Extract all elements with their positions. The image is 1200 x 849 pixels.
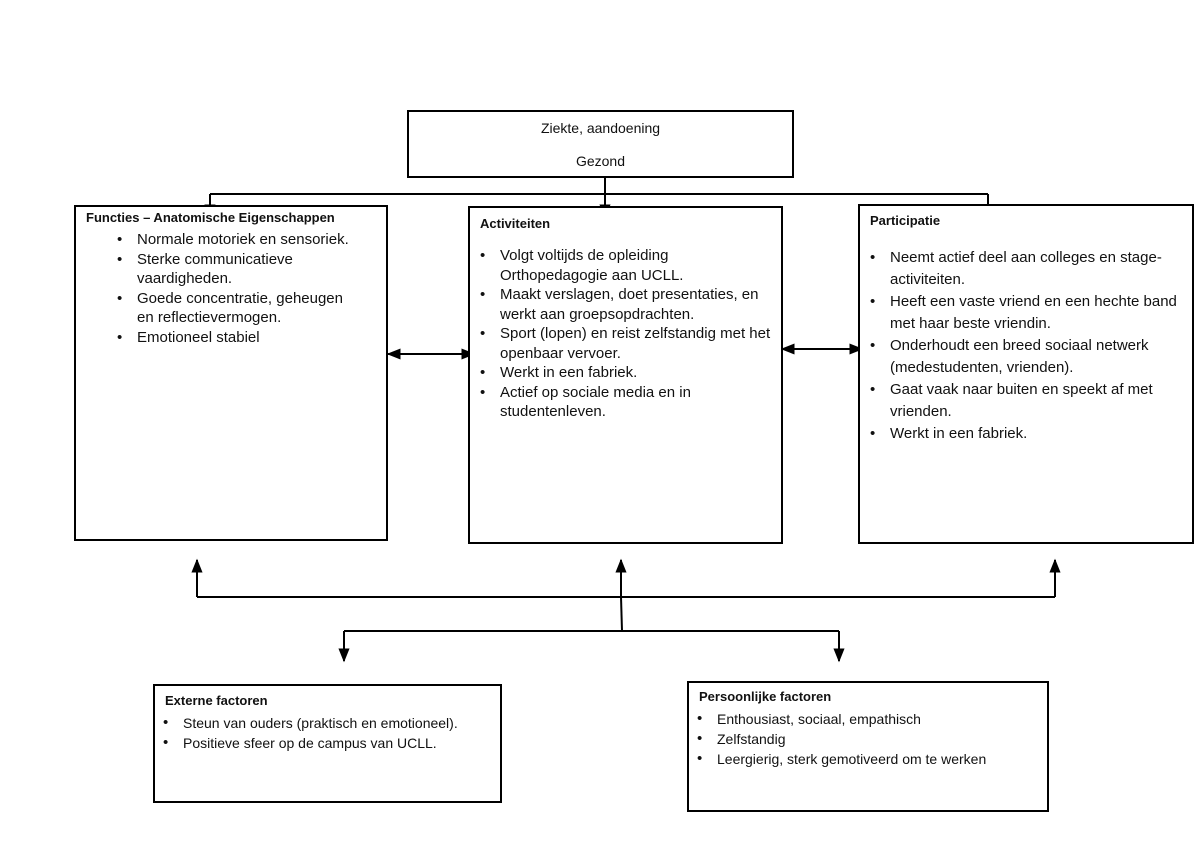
list-item: Positieve sfeer op de campus van UCLL. <box>155 733 495 753</box>
list-item: Goede concentratie, geheugen en reflecti… <box>111 289 351 328</box>
health-label: Gezond <box>575 153 626 169</box>
list-item: Volgt voltijds de opleiding Orthopedagog… <box>474 246 774 285</box>
list-item: Zelfstandig <box>689 729 989 749</box>
condition-label: Ziekte, aandoening <box>540 120 661 136</box>
participatie-title: Participatie <box>870 213 941 228</box>
externe-list: Steun van ouders (praktisch en emotionee… <box>155 713 495 753</box>
functies-box: Functies – Anatomische Eigenschappen Nor… <box>74 205 388 541</box>
list-item: Werkt in een fabriek. <box>864 423 1184 445</box>
list-item: Enthousiast, sociaal, empathisch <box>689 709 989 729</box>
activiteiten-list: Volgt voltijds de opleiding Orthopedagog… <box>474 246 774 422</box>
list-item: Neemt actief deel aan colleges en stage-… <box>864 247 1184 291</box>
list-item: Emotioneel stabiel <box>111 328 351 348</box>
list-item: Sterke communicatieve vaardigheden. <box>111 250 351 289</box>
list-item: Leergierig, sterk gemotiveerd om te werk… <box>689 749 989 769</box>
list-item: Sport (lopen) en reist zelfstandig met h… <box>474 324 774 363</box>
functies-list: Normale motoriek en sensoriek. Sterke co… <box>111 230 351 347</box>
list-item: Heeft een vaste vriend en een hechte ban… <box>864 291 1184 335</box>
externe-factoren-box: Externe factoren Steun van ouders (prakt… <box>153 684 502 803</box>
list-item: Onderhoudt een breed sociaal netwerk (me… <box>864 335 1184 379</box>
externe-title: Externe factoren <box>165 693 268 708</box>
list-item: Maakt verslagen, doet presentaties, en w… <box>474 285 774 324</box>
list-item: Normale motoriek en sensoriek. <box>111 230 351 250</box>
participatie-box: Participatie Neemt actief deel aan colle… <box>858 204 1194 544</box>
activiteiten-box: Activiteiten Volgt voltijds de opleiding… <box>468 206 783 544</box>
persoonlijke-list: Enthousiast, sociaal, empathisch Zelfsta… <box>689 709 989 769</box>
participatie-list: Neemt actief deel aan colleges en stage-… <box>864 247 1184 445</box>
list-item: Actief op sociale media en in studentenl… <box>474 383 774 422</box>
activiteiten-title: Activiteiten <box>480 216 551 231</box>
list-item: Gaat vaak naar buiten en speekt af met v… <box>864 379 1184 423</box>
health-condition-box: Ziekte, aandoening Gezond <box>407 110 794 178</box>
list-item: Werkt in een fabriek. <box>474 363 774 383</box>
persoonlijke-title: Persoonlijke factoren <box>699 689 832 704</box>
functies-title: Functies – Anatomische Eigenschappen <box>86 210 335 225</box>
list-item: Steun van ouders (praktisch en emotionee… <box>155 713 495 733</box>
persoonlijke-factoren-box: Persoonlijke factoren Enthousiast, socia… <box>687 681 1049 812</box>
